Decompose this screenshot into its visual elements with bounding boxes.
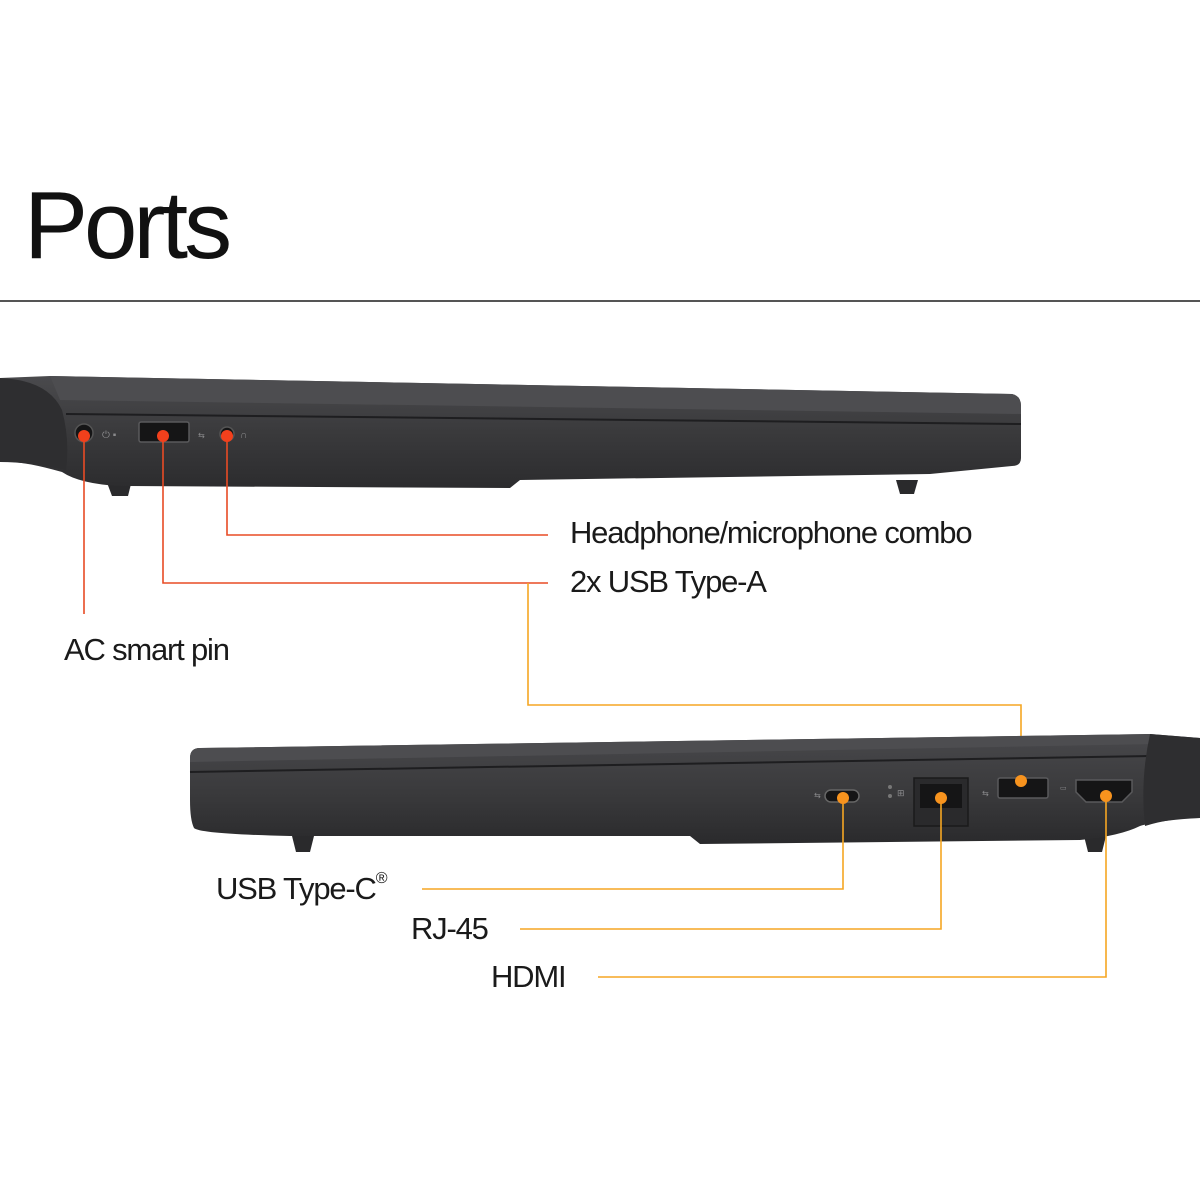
led-indicator [888,794,892,798]
label-usb-type-c-text: USB Type-C [216,871,377,906]
usb-c-glyph: ⇆ [814,791,821,800]
laptop-seam [189,755,1151,773]
registered-mark: ® [375,870,388,887]
usb-a-callout-line [162,432,548,584]
right-callout-dots [837,775,1112,804]
audio-callout-line [226,436,548,536]
laptop-seam [65,413,1022,425]
hdmi-glyph: ▭ [1060,785,1067,792]
laptop-foot [896,480,918,494]
rj45-dot [935,792,947,804]
led-indicator [888,785,892,789]
usb-a-right-dot [1015,775,1027,787]
left-callout-dots [78,430,233,442]
usb-glyph: ⇆ [982,789,989,798]
label-usb-type-a: 2x USB Type-A [570,564,767,599]
laptop-end-cap [0,378,68,470]
laptop-left-side-view: ⏻ ▪ ⇆ ∩ [0,376,1022,496]
left-callouts [83,432,1022,781]
laptop-end-cap [1143,734,1200,826]
usb-glyph: ⇆ [198,431,205,440]
ac-glyph: ⏻ ▪ [102,430,117,441]
right-callouts [422,796,1107,978]
usb-c-dot [837,792,849,804]
laptop-foot [1084,836,1106,852]
headphone-glyph: ∩ [240,430,247,441]
label-usb-type-c: USB Type-C® [216,870,388,906]
usb-c-callout-line [422,796,844,890]
hdmi-callout-line [598,796,1107,978]
laptop-lid-edge [50,376,1021,414]
label-hdmi: HDMI [491,959,567,994]
laptop-right-side-view: ⇆ ⊞ ⇆ ▭ [189,734,1200,852]
rj45-callout-line [520,798,942,930]
hdmi-dot [1100,790,1112,802]
label-ac-smart-pin: AC smart pin [64,632,230,667]
ac-dot [78,430,90,442]
laptop-foot [292,836,314,852]
label-headphone-microphone-combo: Headphone/microphone combo [570,515,973,550]
network-glyph: ⊞ [897,788,905,798]
usb-a-dot [157,430,169,442]
title-divider [0,300,1200,302]
page-title: Ports [24,172,232,279]
audio-dot [221,430,233,442]
laptop-lid-edge [190,734,1156,762]
label-rj45: RJ-45 [411,911,489,946]
